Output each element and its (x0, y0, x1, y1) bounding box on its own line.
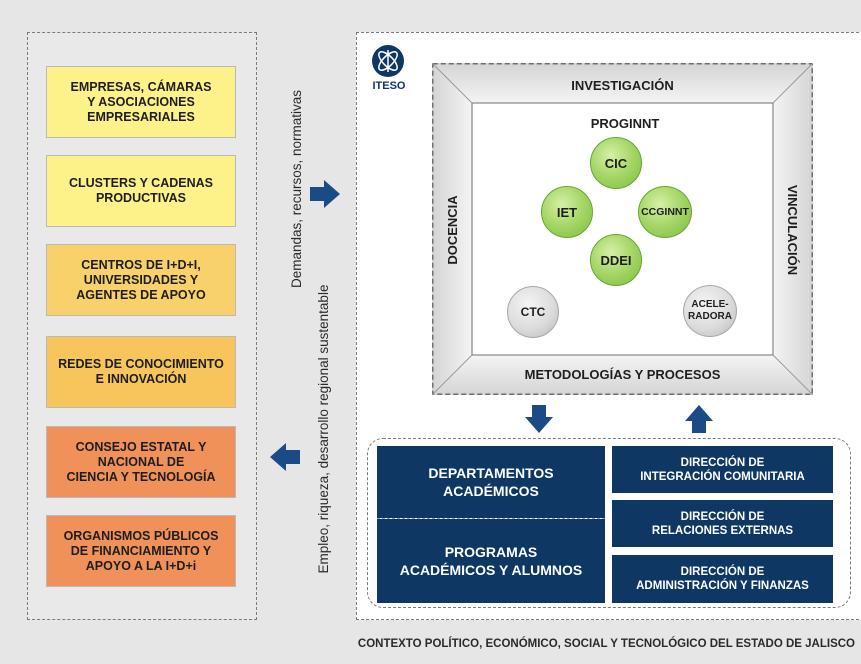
direccion-relaciones-box: DIRECCIÓN DE RELACIONES EXTERNAS (612, 500, 833, 547)
iteso-logo-icon (372, 45, 404, 77)
cic-circle: CIC (590, 137, 642, 189)
arrow-down-icon (525, 405, 553, 433)
actor-box-redes: REDES DE CONOCIMIENTO E INNOVACIÓN (46, 336, 236, 408)
units-divider (377, 518, 605, 519)
frame-right-label: VINCULACIÓN (785, 184, 800, 276)
outcomes-label: Empleo, riqueza, desarrollo regional sus… (316, 284, 331, 574)
aceleradora-circle: ACELE- RADORA (683, 285, 737, 337)
demands-label: Demandas, recursos, normativas (289, 89, 304, 289)
actor-box-empresas: EMPRESAS, CÁMARAS Y ASOCIACIONES EMPRESA… (46, 66, 236, 138)
frame-left-label: DOCENCIA (445, 195, 460, 265)
actor-box-clusters: CLUSTERS Y CADENAS PRODUCTIVAS (46, 155, 236, 227)
iteso-logo-text: ITESO (372, 80, 406, 92)
arrow-left-icon (270, 443, 300, 471)
units-container (367, 438, 851, 608)
actor-box-consejo: CONSEJO ESTATAL Y NACIONAL DE CIENCIA Y … (46, 426, 236, 498)
proginnt-title: PROGINNT (590, 116, 660, 131)
ccginnt-circle: CCGINNT (638, 186, 692, 238)
university-frame (432, 63, 813, 395)
frame-bottom-label: METODOLOGÍAS Y PROCESOS (524, 367, 721, 382)
departamentos-box: DEPARTAMENTOS ACADÉMICOS (377, 446, 605, 518)
direccion-administracion-box: DIRECCIÓN DE ADMINISTRACIÓN Y FINANZAS (612, 555, 833, 603)
actor-box-centros: CENTROS DE I+D+I, UNIVERSIDADES Y AGENTE… (46, 244, 236, 316)
arrow-right-icon (310, 180, 340, 208)
iet-circle: IET (541, 186, 593, 238)
arrow-up-icon (685, 405, 713, 433)
frame-top-label: INVESTIGACIÓN (571, 78, 674, 93)
direccion-integracion-box: DIRECCIÓN DE INTEGRACIÓN COMUNITARIA (612, 446, 833, 493)
actor-box-organismos: ORGANISMOS PÚBLICOS DE FINANCIAMIENTO Y … (46, 515, 236, 587)
context-footer: CONTEXTO POLÍTICO, ECONÓMICO, SOCIAL Y T… (357, 638, 855, 650)
ctc-circle: CTC (507, 286, 559, 338)
programas-box: PROGRAMAS ACADÉMICOS Y ALUMNOS (377, 519, 605, 603)
ddei-circle: DDEI (590, 234, 642, 286)
